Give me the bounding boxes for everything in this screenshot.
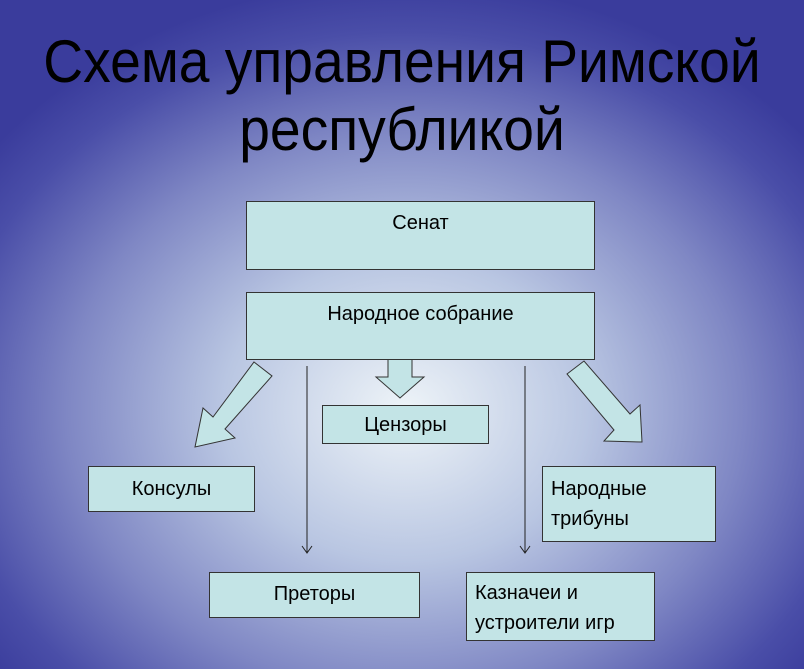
box-treasurers: Казначеи и устроители игр: [466, 572, 655, 641]
consuls-label: Консулы: [131, 478, 212, 500]
treasurers-label-2: устроители игр: [475, 612, 615, 634]
senate-label: Сенат: [392, 212, 449, 234]
slide-title: Схема управления Римской республикой: [32, 28, 772, 164]
box-senate: Сенат: [246, 201, 595, 270]
box-censors: Цензоры: [322, 405, 489, 444]
arrow-to-consuls: [194, 361, 273, 448]
box-tribunes: Народные трибуны: [542, 466, 716, 542]
tribunes-label-1: Народные: [551, 478, 647, 500]
box-praetors: Преторы: [209, 572, 420, 618]
box-consuls: Консулы: [88, 466, 255, 512]
tribunes-label-2: трибуны: [551, 508, 629, 530]
box-peoples-assembly: Народное собрание: [246, 292, 595, 360]
censors-label: Цензоры: [364, 414, 447, 436]
arrow-to-tribunes: [566, 360, 643, 443]
arrowhead-praetors: [301, 545, 313, 554]
treasurers-label-1: Казначеи и: [475, 582, 578, 604]
assembly-label: Народное собрание: [327, 303, 514, 325]
title-line-1: Схема управления Римской: [43, 28, 761, 95]
arrow-to-censors: [374, 358, 426, 399]
title-line-2: республикой: [239, 96, 565, 163]
praetors-label: Преторы: [273, 583, 356, 605]
arrowhead-treasurers: [519, 545, 531, 554]
